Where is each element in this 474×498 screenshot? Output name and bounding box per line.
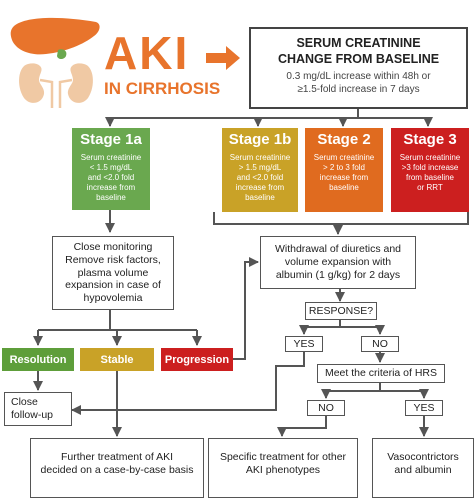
gallbladder-icon xyxy=(57,49,67,59)
logo-subtitle: IN CIRRHOSIS xyxy=(104,79,221,98)
no-box: NO xyxy=(361,336,399,352)
hrs-criteria-box: Meet the criteria of HRS xyxy=(317,364,445,383)
header-title-line1: SERUM CREATININE xyxy=(296,36,421,50)
stage-3-title: Stage 3 xyxy=(403,131,457,148)
further-treatment-box: Further treatment of AKI decided on a ca… xyxy=(30,438,204,498)
liver-icon xyxy=(10,17,100,55)
close-monitoring-box: Close monitoring Remove risk factors, pl… xyxy=(52,236,174,310)
serum-creatinine-box: SERUM CREATININE CHANGE FROM BASELINE 0.… xyxy=(249,27,468,109)
stage-1b-title: Stage 1b xyxy=(228,131,292,148)
progression-badge: Progression xyxy=(161,348,233,371)
response-box: RESPONSE? xyxy=(305,302,377,320)
close-followup-box: Close follow-up xyxy=(4,392,72,426)
stage-1a-title: Stage 1a xyxy=(80,131,142,148)
header-detail-line2: ≥1.5-fold increase in 7 days xyxy=(297,84,420,95)
hrs-no-box: NO xyxy=(307,400,345,416)
stage-2-title: Stage 2 xyxy=(317,131,371,148)
specific-treatment-box: Specific treatment for other AKI phenoty… xyxy=(208,438,358,498)
kidney-right-icon xyxy=(67,63,93,103)
stage-1a-box: Stage 1a Serum creatinine < 1.5 mg/dL an… xyxy=(72,128,150,210)
vasoconstrictors-box: Vasocontrictors and albumin xyxy=(372,438,474,498)
resolution-badge: Resolution xyxy=(2,348,74,371)
withdrawal-box: Withdrawal of diuretics and volume expan… xyxy=(260,236,416,289)
stage-3-desc: Serum creatinine >3 fold increase from b… xyxy=(399,152,461,193)
hrs-yes-box: YES xyxy=(405,400,443,416)
yes-box: YES xyxy=(285,336,323,352)
header-detail-line1: 0.3 mg/dL increase within 48h or xyxy=(286,70,431,82)
logo-title: AKI xyxy=(104,27,190,79)
stage-1a-desc: Serum creatinine < 1.5 mg/dL and <2.0 fo… xyxy=(80,152,142,203)
arrow-right-icon xyxy=(206,46,240,70)
stage-3-box: Stage 3 Serum creatinine >3 fold increas… xyxy=(391,128,469,212)
stage-2-box: Stage 2 Serum creatinine > 2 to 3 fold i… xyxy=(305,128,383,212)
stage-2-desc: Serum creatinine > 2 to 3 fold increase … xyxy=(313,152,375,193)
stage-1b-box: Stage 1b Serum creatinine > 1.5 mg/dL an… xyxy=(222,128,298,212)
flow-connectors xyxy=(33,109,469,437)
stage-1b-desc: Serum creatinine > 1.5 mg/dL and <2.0 fo… xyxy=(229,152,291,203)
kidney-left-icon xyxy=(19,63,45,103)
header-title-line2: CHANGE FROM BASELINE xyxy=(277,52,440,67)
stable-badge: Stable xyxy=(80,348,154,371)
liver-kidney-icon xyxy=(10,17,100,108)
